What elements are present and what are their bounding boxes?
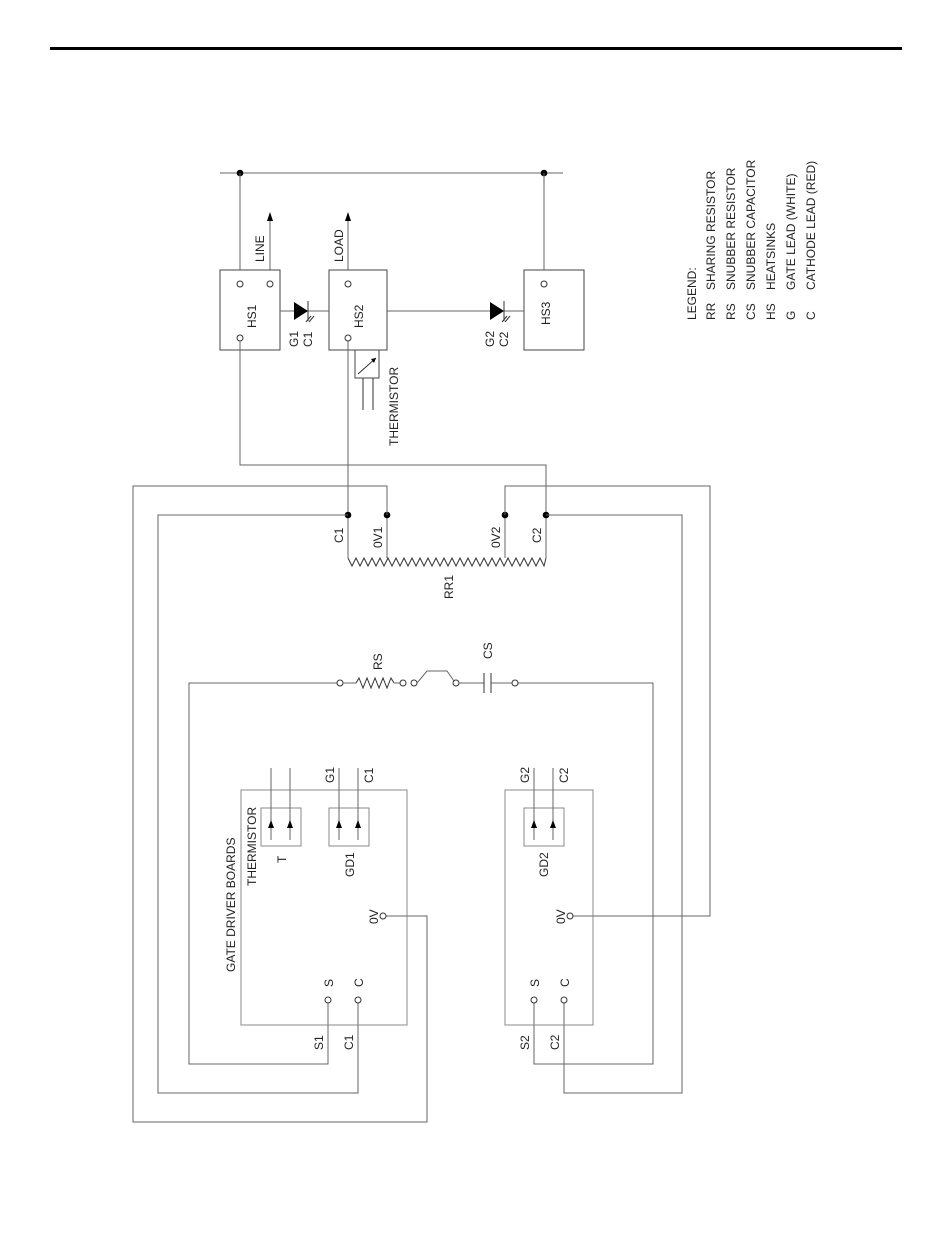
gd1-connector xyxy=(329,808,369,846)
legend-title: LEGEND: xyxy=(685,267,699,320)
board2-g-lead-label: G2 xyxy=(518,767,532,783)
board2-0v-label: 0V xyxy=(554,909,568,924)
rs-terminal-left xyxy=(337,680,343,686)
hs1-terminal-bottom xyxy=(237,335,243,341)
rr1-label: RR1 xyxy=(442,575,456,599)
gd2-connector xyxy=(524,808,564,846)
hs1-terminal-top xyxy=(237,281,243,287)
hs2-label: HS2 xyxy=(352,304,366,328)
board2-gd-label: GD2 xyxy=(537,852,551,877)
board2-c-label: C xyxy=(558,978,572,987)
thyristor-1-icon xyxy=(294,302,308,320)
gate-driver-board-2 xyxy=(505,768,593,1025)
hs2-terminal-bottom xyxy=(345,335,351,341)
power-section xyxy=(220,170,584,515)
thermistor-label: THERMISTOR xyxy=(387,367,401,446)
board1-t-label: T xyxy=(275,855,289,863)
c2-label: C2 xyxy=(497,331,511,347)
rr1-0v1-label: 0V1 xyxy=(371,526,385,548)
rr1-c1-label: C1 xyxy=(332,527,346,543)
wiring-loops xyxy=(133,486,710,1122)
load-label: LOAD xyxy=(332,229,346,262)
load-arrow xyxy=(345,212,351,221)
board2-s-terminal xyxy=(531,997,537,1003)
board1-s-out-label: S1 xyxy=(312,1035,326,1050)
hs2-load-terminal xyxy=(345,281,351,287)
thermistor-connector xyxy=(261,808,301,846)
board2-c-out-label: C2 xyxy=(548,1034,562,1050)
rs-resistor-icon xyxy=(356,678,394,688)
legend-code: RR xyxy=(704,302,718,320)
rs-label: RS xyxy=(371,653,385,670)
board1-gd-label: GD1 xyxy=(343,852,357,877)
board1-0v-label: 0V xyxy=(367,909,381,924)
thyristor-2-icon xyxy=(490,302,504,320)
rr1-zigzag-icon xyxy=(348,558,546,566)
legend-code: RS xyxy=(724,303,738,320)
legend-code: G xyxy=(784,311,798,320)
board1-g-lead-label: G1 xyxy=(323,767,337,783)
board1-s-terminal xyxy=(325,997,331,1003)
hs1-label: HS1 xyxy=(245,304,259,328)
hs3-label: HS3 xyxy=(539,301,553,325)
g1-label: G1 xyxy=(287,331,301,347)
gate-driver-boards-title: GATE DRIVER BOARDS xyxy=(224,838,238,972)
c1-label: C1 xyxy=(301,331,315,347)
header-rule xyxy=(50,47,902,50)
snubber-network xyxy=(337,671,518,693)
heatsink-hs3 xyxy=(524,270,584,350)
legend-code: CS xyxy=(744,303,758,320)
cs-label: CS xyxy=(481,642,495,659)
legend-desc: HEATSINKS xyxy=(764,223,778,290)
legend-desc: SHARING RESISTOR xyxy=(704,171,718,290)
board1-c-lead-label: C1 xyxy=(362,767,376,783)
hs3-terminal-top xyxy=(541,281,547,287)
board1-c-label: C xyxy=(352,978,366,987)
board2-s-label: S xyxy=(528,979,542,987)
line-arrow xyxy=(267,212,273,221)
legend-desc: CATHODE LEAD (RED) xyxy=(804,161,818,290)
legend-desc: GATE LEAD (WHITE) xyxy=(784,174,798,290)
cs-terminal-right xyxy=(512,680,518,686)
rr1-c2-label: C2 xyxy=(530,527,544,543)
board1-c-terminal xyxy=(355,997,361,1003)
board-thermistor-label: THERMISTOR xyxy=(245,807,259,886)
board1-c-out-label: C1 xyxy=(342,1034,356,1050)
legend-code: C xyxy=(804,311,818,320)
rr1-0v2-label: 0V2 xyxy=(489,526,503,548)
board2-c-lead-label: C2 xyxy=(557,767,571,783)
labels: HS1 HS2 HS3 LINE LOAD G1 C1 G2 C2 THERMI… xyxy=(224,229,572,1050)
legend-desc: SNUBBER CAPACITOR xyxy=(744,159,758,290)
legend: LEGEND: RR SHARING RESISTOR RS SNUBBER R… xyxy=(685,159,818,320)
g2-label: G2 xyxy=(483,331,497,347)
board2-c-terminal xyxy=(561,997,567,1003)
legend-code: HS xyxy=(764,303,778,320)
line-label: LINE xyxy=(253,235,267,262)
board2-s-out-label: S2 xyxy=(518,1035,532,1050)
hs1-line-terminal xyxy=(267,281,273,287)
board1-s-label: S xyxy=(322,979,336,987)
legend-desc: SNUBBER RESISTOR xyxy=(724,167,738,290)
